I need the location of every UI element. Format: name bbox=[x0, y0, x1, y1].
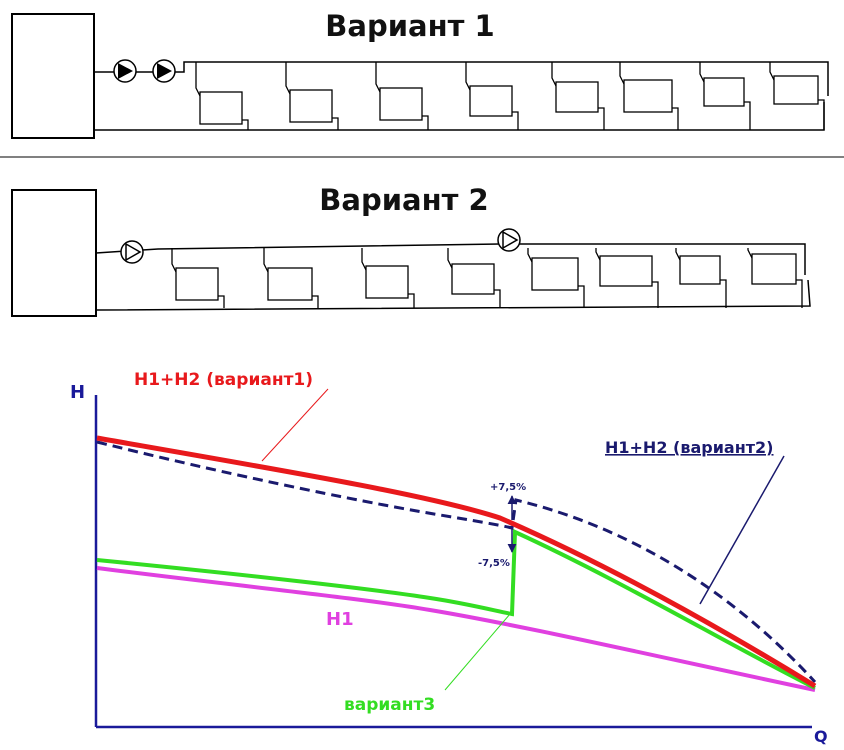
radiator bbox=[365, 265, 409, 299]
pump-icon bbox=[113, 59, 137, 83]
radiator-branch bbox=[171, 248, 225, 308]
radiator-branch bbox=[769, 62, 825, 130]
scheme-variant-2: Вариант 2 bbox=[11, 183, 811, 317]
radiators-2 bbox=[171, 248, 803, 308]
radiator bbox=[703, 77, 745, 107]
series-h1h2-variant2-line bbox=[96, 440, 817, 684]
x-axis-label: Q bbox=[814, 727, 828, 746]
radiator bbox=[773, 75, 819, 105]
radiator-branch bbox=[263, 248, 319, 308]
radiator bbox=[751, 253, 797, 285]
annotation-plus: +7,5% bbox=[490, 482, 526, 493]
radiator bbox=[599, 255, 653, 287]
radiator-branch bbox=[699, 62, 751, 130]
series-h1h2-variant1-line bbox=[96, 435, 817, 689]
radiator-branch bbox=[195, 62, 249, 130]
radiator bbox=[623, 79, 673, 113]
leader-variant3 bbox=[444, 613, 511, 691]
boiler-2 bbox=[11, 189, 97, 317]
radiator bbox=[679, 255, 721, 285]
radiators-1 bbox=[195, 62, 825, 130]
label-h1: H1 bbox=[326, 609, 354, 630]
radiator bbox=[175, 267, 219, 301]
label-variant3: вариант3 bbox=[344, 695, 435, 715]
radiator bbox=[451, 263, 495, 295]
radiator-branch bbox=[747, 248, 803, 308]
radiator bbox=[469, 85, 513, 117]
pump-icon bbox=[152, 59, 176, 83]
pump-icon bbox=[120, 240, 144, 264]
radiator-branch bbox=[285, 62, 339, 130]
radiator-branch bbox=[551, 62, 605, 130]
pump-curve-chart: H Q +7,5% -7,5% H1+H2 (вариант1) H1+H2 (… bbox=[70, 370, 828, 746]
series-variant3-line bbox=[96, 528, 816, 690]
pump-icon bbox=[497, 228, 521, 252]
series-h1-line bbox=[96, 566, 816, 692]
label-h1h2-variant1: H1+H2 (вариант1) bbox=[134, 370, 313, 390]
radiator-branch bbox=[447, 248, 501, 308]
radiator bbox=[555, 81, 599, 113]
leader-variant2 bbox=[699, 455, 785, 605]
radiator-branch bbox=[527, 248, 585, 308]
leader-variant1 bbox=[261, 388, 329, 462]
y-axis-label: H bbox=[70, 382, 85, 403]
radiator bbox=[267, 267, 313, 301]
variant-2-title: Вариант 2 bbox=[319, 183, 488, 217]
scheme-variant-1: Вариант 1 bbox=[11, 9, 829, 139]
radiator-branch bbox=[361, 248, 415, 308]
radiator bbox=[531, 257, 579, 291]
radiator-branch bbox=[465, 62, 519, 130]
return-line-2 bbox=[95, 279, 811, 311]
radiator-branch bbox=[375, 62, 429, 130]
radiator bbox=[199, 91, 243, 125]
radiator bbox=[289, 89, 333, 123]
variant-1-title: Вариант 1 bbox=[325, 9, 494, 43]
radiator-branch bbox=[595, 248, 659, 308]
annotation-minus: -7,5% bbox=[478, 558, 510, 569]
radiator bbox=[379, 87, 423, 121]
boiler-1 bbox=[11, 13, 95, 139]
radiator-branch bbox=[675, 248, 727, 308]
radiator-branch bbox=[619, 62, 679, 130]
label-h1h2-variant2: H1+H2 (вариант2) bbox=[605, 438, 774, 457]
